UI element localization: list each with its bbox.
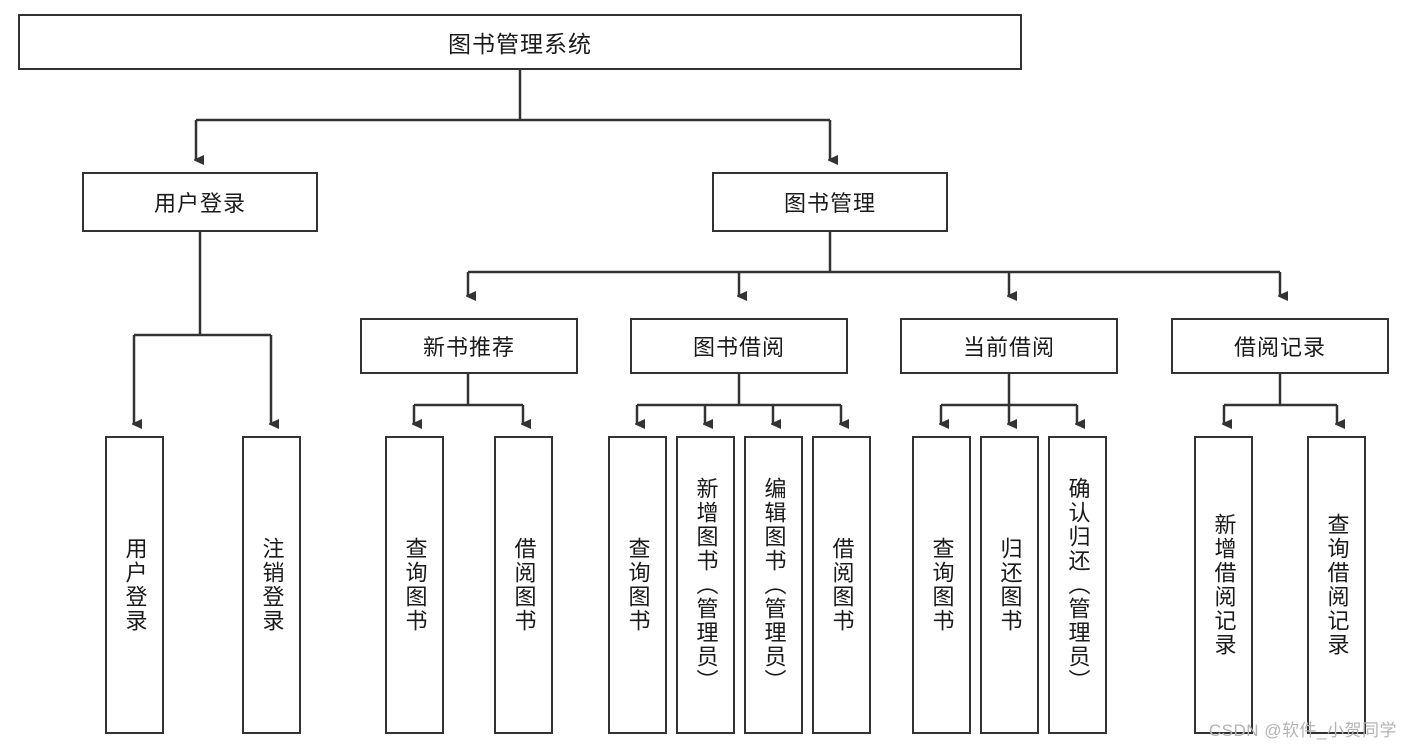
node-label: 借阅图书 <box>511 537 537 633</box>
node-borrow-record[interactable]: 借阅记录 <box>1171 318 1389 374</box>
node-label: 查询图书 <box>402 537 428 633</box>
node-label: 用户登录 <box>122 537 148 633</box>
node-label: 编辑图书（管理员） <box>761 477 787 693</box>
leaf-borrow-borrow-book[interactable]: 借阅图书 <box>812 436 871 734</box>
leaf-borrow-query-book[interactable]: 查询图书 <box>608 436 667 734</box>
node-label: 新增图书（管理员） <box>693 477 719 693</box>
leaf-record-query-borrow-record[interactable]: 查询借阅记录 <box>1307 436 1366 734</box>
node-label: 新书推荐 <box>422 335 515 360</box>
node-label: 借阅图书 <box>829 537 855 633</box>
leaf-record-add-borrow-record[interactable]: 新增借阅记录 <box>1194 436 1253 734</box>
node-label: 图书借阅 <box>692 335 785 360</box>
node-label: 用户登录 <box>153 191 246 216</box>
node-label: 查询借阅记录 <box>1324 513 1350 657</box>
leaf-user-login-logout[interactable]: 注销登录 <box>242 436 301 734</box>
node-label: 当前借阅 <box>962 335 1055 360</box>
leaf-borrow-add-book-admin[interactable]: 新增图书（管理员） <box>676 436 735 734</box>
node-user-login[interactable]: 用户登录 <box>82 172 318 232</box>
node-label: 注销登录 <box>259 537 285 633</box>
node-label: 新增借阅记录 <box>1211 513 1237 657</box>
leaf-current-return-book[interactable]: 归还图书 <box>980 436 1039 734</box>
leaf-current-confirm-return-admin[interactable]: 确认归还（管理员） <box>1048 436 1107 734</box>
node-book-management[interactable]: 图书管理 <box>712 172 948 232</box>
leaf-user-login-login[interactable]: 用户登录 <box>105 436 164 734</box>
node-label: 借阅记录 <box>1233 335 1326 360</box>
node-label: 图书管理系统 <box>448 31 592 57</box>
node-label: 归还图书 <box>997 537 1023 633</box>
node-current-borrow[interactable]: 当前借阅 <box>900 318 1118 374</box>
node-root-book-management-system[interactable]: 图书管理系统 <box>18 14 1022 70</box>
leaf-new-book-query-book[interactable]: 查询图书 <box>385 436 444 734</box>
leaf-new-book-borrow-book[interactable]: 借阅图书 <box>494 436 553 734</box>
node-label: 图书管理 <box>783 191 876 216</box>
leaf-borrow-edit-book-admin[interactable]: 编辑图书（管理员） <box>744 436 803 734</box>
node-label: 确认归还（管理员） <box>1065 477 1091 693</box>
node-label: 查询图书 <box>929 537 955 633</box>
csdn-watermark: CSDN @软件_小贺同学 <box>1208 721 1397 740</box>
leaf-current-query-book[interactable]: 查询图书 <box>912 436 971 734</box>
node-label: 查询图书 <box>625 537 651 633</box>
node-book-borrow[interactable]: 图书借阅 <box>630 318 848 374</box>
node-new-book-recommend[interactable]: 新书推荐 <box>360 318 578 374</box>
